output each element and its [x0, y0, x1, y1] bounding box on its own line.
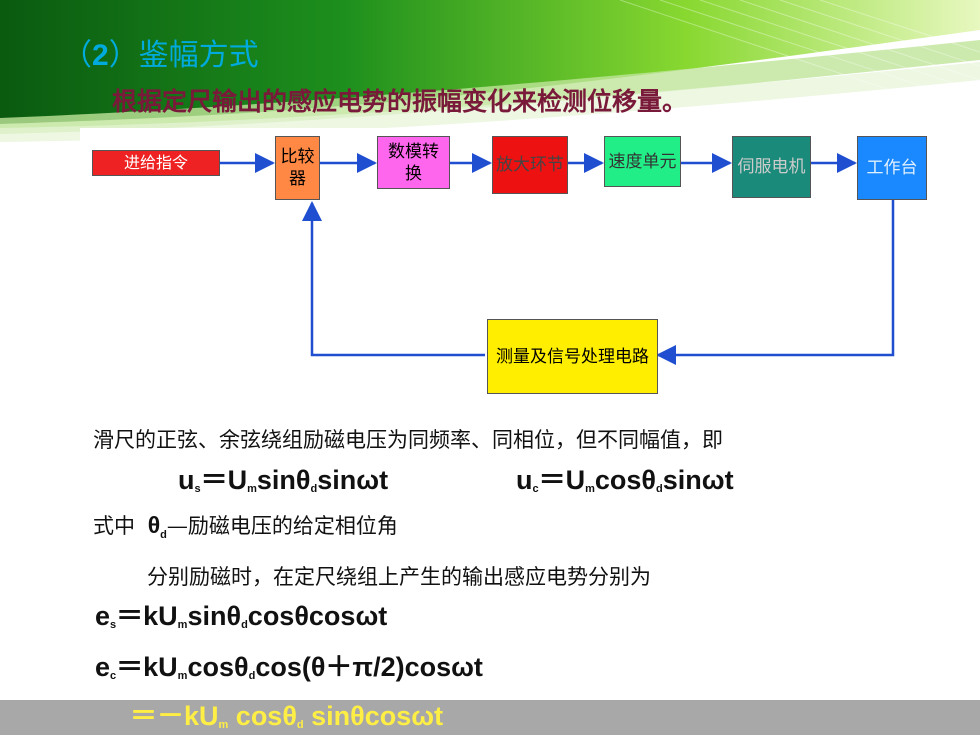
header-banner: [0, 0, 980, 142]
equation-uc: uc＝Umcosθdsinωt: [516, 465, 734, 495]
text-line-1: 滑尺的正弦、余弦绕组励磁电压为同频率、同相位，但不同幅值，即: [93, 428, 723, 452]
block-amplifier: 放大环节: [492, 136, 568, 194]
block-measurement: 测量及信号处理电路: [487, 319, 658, 394]
equation-ec: ec＝kUmcosθdcos(θ＋π/2)cosωt: [95, 652, 483, 682]
block-da-converter: 数模转换: [377, 136, 450, 189]
block-speed-unit: 速度单元: [604, 136, 681, 187]
diagram-arrows: [220, 153, 895, 365]
where-line: 式中 θd—励磁电压的给定相位角: [93, 512, 398, 542]
block-worktable: 工作台: [857, 136, 927, 200]
equation-us: us＝Umsinθdsinωt: [178, 465, 389, 495]
slide-subtitle: 根据定尺输出的感应电势的振幅变化来检测位移量。: [112, 87, 688, 116]
text-line-2: 分别励磁时，在定尺绕组上产生的输出感应电势分别为: [147, 565, 651, 589]
block-servo-motor: 伺服电机: [732, 136, 811, 198]
block-input: 进给指令: [92, 150, 220, 176]
block-comparator: 比较器: [275, 136, 320, 200]
equation-es: es＝kUmsinθdcosθcosωt: [95, 601, 388, 631]
bottom-bar: [0, 700, 980, 735]
equation-ec-result: ＝－kUm cosθd sinθcosωt: [130, 701, 444, 731]
block-diagram: 进给指令 比较器 数模转换 放大环节 速度单元 伺服电机 工作台 测量及信号处理…: [80, 128, 932, 403]
slide-title: （2）鉴幅方式: [62, 38, 259, 73]
